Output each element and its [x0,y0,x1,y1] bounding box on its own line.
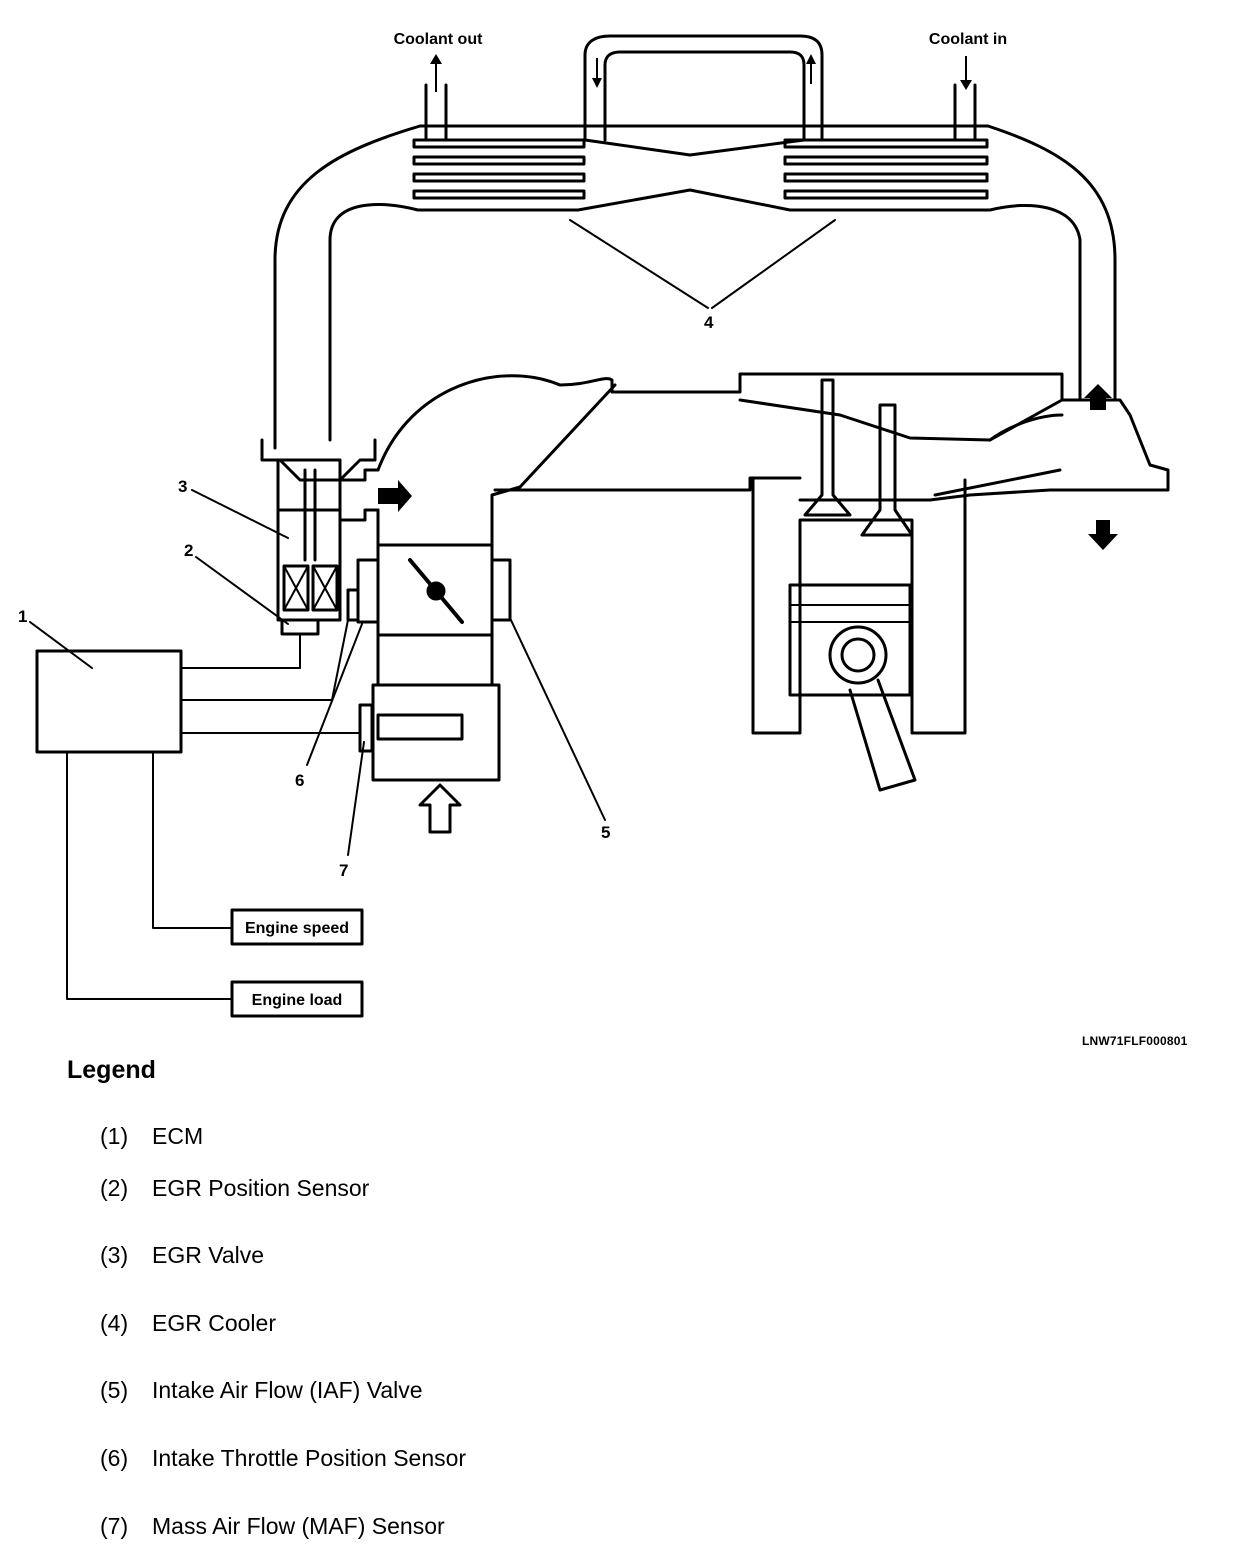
legend-item-iaf-valve: (5) Intake Air Flow (IAF) Valve [100,1377,423,1404]
coolant-crossover-tube [583,34,824,142]
coolant-in-label: Coolant in [929,31,1007,48]
intake-air-arrow [418,783,462,834]
egr-system-diagram: Coolant out Coolant in 1 2 3 4 5 6 7 Eng… [18,31,1170,1018]
egr-outlet-upper [338,468,380,482]
intake-valve [803,378,852,517]
coolant-in-arrow-head [960,80,972,90]
legend-num: (2) [100,1175,129,1201]
maf-sensor-head [358,703,374,753]
legend-num: (5) [100,1377,129,1403]
throttle-position-sensor-body [356,558,380,624]
piston-pin-inner [840,637,876,673]
exhaust-up-arrow [1084,384,1112,410]
throttle-sensor-bracket [346,588,360,622]
intake-manifold-upper [376,372,1064,472]
egr-cooler-neck [260,438,377,482]
legend-text: Mass Air Flow (MAF) Sensor [152,1513,445,1539]
connecting-rod [848,678,917,792]
cooler-plate-right-2 [783,155,989,166]
ecm-box [35,649,183,754]
egr-cooler-housing-inner [328,188,1082,442]
coolant-out-label: Coolant out [394,31,484,48]
cylinder-block [751,478,967,735]
callout-1: 1 [18,607,27,626]
leader-4a [569,219,709,309]
legend-text: EGR Valve [152,1242,265,1268]
figure-id: LNW71FLF000801 [1082,1034,1188,1048]
exhaust-port [933,413,1064,497]
legend-text: EGR Position Sensor [152,1175,370,1201]
cooler-plate-left-3 [412,172,586,183]
maf-body [371,683,501,782]
wire-throttle-sensor [180,619,349,701]
wire-engine-load [66,751,233,1000]
leader-3 [191,489,289,539]
leader-7 [347,741,365,856]
intake-runner [493,476,802,492]
legend-item-egr-cooler: (4) EGR Cooler [100,1310,276,1337]
egr-outlet-lower [338,508,380,522]
leader-5 [509,617,606,821]
egr-solenoid-left-x [283,565,309,611]
coolant-crossover-tube-inner [603,50,806,142]
callout-5: 5 [601,823,610,842]
legend-text: ECM [152,1123,204,1149]
egr-position-sensor-body [280,618,320,636]
engine-speed-box [230,908,364,946]
egr-solenoid-right-x [312,565,338,611]
egr-cooler-housing-outer [273,124,1117,450]
coolant-out-arrow-head [430,54,442,64]
legend-num: (1) [100,1123,129,1149]
legend-text: Intake Throttle Position Sensor [152,1445,467,1471]
cooler-mid-contour [583,138,806,157]
maf-sensor-probe [376,713,464,741]
leader-2 [195,556,289,625]
iaf-valve-actuator [490,558,512,622]
cooler-plate-left-2 [412,155,586,166]
piston-pin-outer [828,625,888,685]
intake-lower-body [376,633,494,687]
legend-item-egr-position-sensor: (2) EGR Position Sensor [100,1175,369,1202]
legend-item-ecm: (1) ECM [100,1123,203,1150]
egr-solenoid-right [311,564,339,612]
crossover-down-arrow-head [592,78,602,88]
cooler-plate-right-3 [783,172,989,183]
legend-num: (4) [100,1310,129,1336]
legend-title: Legend [67,1056,156,1084]
wire-engine-speed [152,751,233,929]
legend-text: EGR Cooler [152,1310,276,1336]
callout-3: 3 [178,477,187,496]
legend-num: (3) [100,1242,129,1268]
cooler-plate-right-1 [783,138,989,149]
callout-2: 2 [184,541,193,560]
exhaust-down-arrow [1088,520,1118,550]
crossover-up-arrow-head [806,54,816,64]
leader-4b [711,219,836,309]
engine-load-label: Engine load [252,992,343,1009]
cylinder-head [738,398,1170,502]
legend-item-maf-sensor: (7) Mass Air Flow (MAF) Sensor [100,1513,445,1540]
callout-4: 4 [704,313,714,332]
legend-text: Intake Air Flow (IAF) Valve [152,1377,423,1403]
cooler-plate-left-1 [412,138,586,149]
callout-7: 7 [339,861,348,880]
wire-egr-position-sensor [180,633,301,669]
intake-manifold-lower [490,383,617,547]
callout-6: 6 [295,771,304,790]
leader-6 [306,623,363,766]
throttle-shaft [426,581,446,601]
egr-solenoid-left [282,564,310,612]
legend-item-egr-valve: (3) EGR Valve [100,1242,264,1269]
egr-flow-arrow [378,480,412,512]
engine-load-box [230,980,364,1018]
leader-1 [29,621,93,669]
cooler-plate-right-4 [783,189,989,200]
legend-num: (7) [100,1513,129,1539]
cooler-plate-left-4 [412,189,586,200]
engine-speed-label: Engine speed [245,920,349,937]
legend-item-throttle-position-sensor: (6) Intake Throttle Position Sensor [100,1445,466,1472]
legend-num: (6) [100,1445,129,1471]
